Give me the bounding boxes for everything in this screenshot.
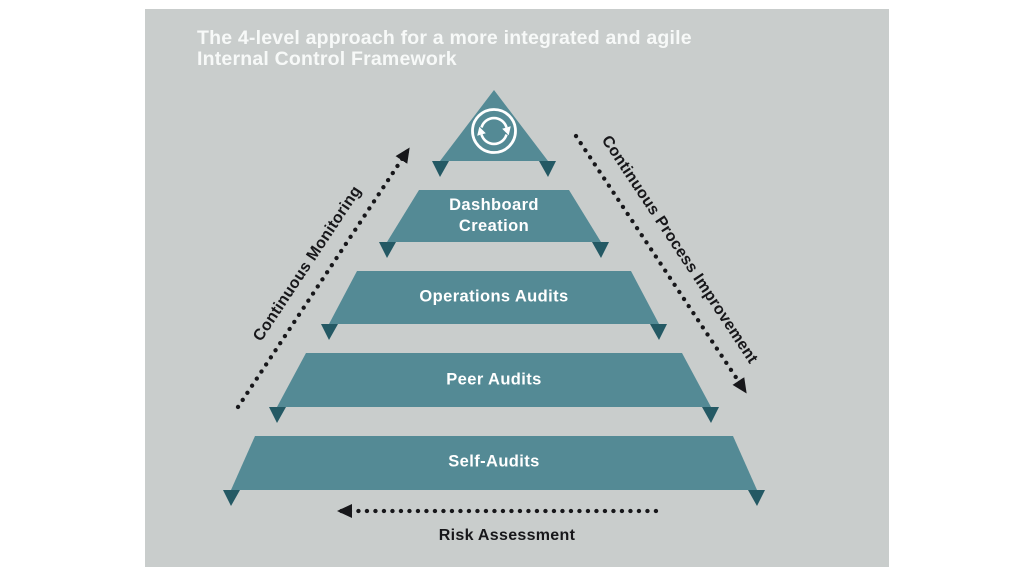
corner-flap (650, 324, 667, 340)
diagram-title: The 4-level approach for a more integrat… (197, 28, 777, 70)
corner-flap (539, 161, 556, 177)
level-label-operations-audits: Operations Audits (419, 287, 569, 306)
refresh-cycle-icon (471, 108, 517, 154)
level-label-dashboard-creation: Dashboard Creation (449, 196, 539, 235)
title-line-1: The 4-level approach for a more integrat… (197, 27, 692, 49)
continuous-monitoring-arrow (235, 147, 411, 410)
corner-flap (702, 407, 719, 423)
corner-flap (748, 490, 765, 506)
icon-arc-top (480, 116, 508, 128)
icon-ring (471, 108, 517, 154)
level-self-audits-shape (231, 436, 757, 490)
level-label-self-audits: Self-Audits (448, 452, 540, 471)
corner-flap (321, 324, 338, 340)
level-dashboard-creation-shape (387, 190, 601, 242)
level-peer-audits-shape (277, 353, 711, 407)
pyramid-apex-triangle (440, 90, 548, 161)
icon-arc-bottom (480, 134, 508, 146)
corner-flap (432, 161, 449, 177)
risk-assessment-label: Risk Assessment (438, 527, 576, 544)
corner-flap (223, 490, 240, 506)
corner-flap (379, 242, 396, 258)
corner-flap (592, 242, 609, 258)
continuous-process-improvement-arrow (573, 133, 748, 394)
title-line-2: Internal Control Framework (197, 48, 457, 70)
icon-arrowhead (477, 126, 486, 136)
icon-arrowhead (502, 126, 511, 136)
level-label-peer-audits: Peer Audits (446, 370, 542, 389)
level-operations-audits-shape (329, 271, 659, 324)
corner-flap (269, 407, 286, 423)
